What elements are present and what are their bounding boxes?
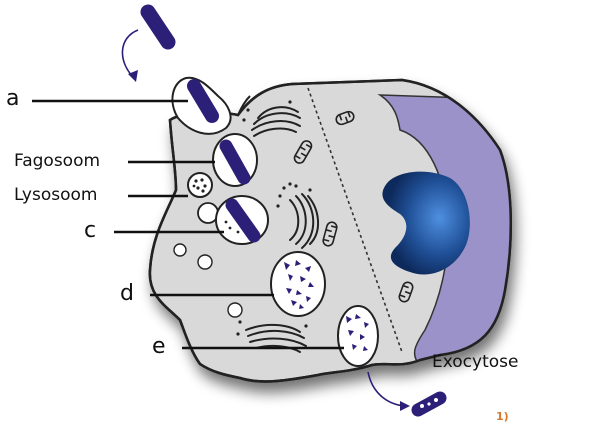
exit-arrowhead bbox=[400, 401, 410, 411]
cell-outline bbox=[148, 78, 512, 383]
label-a: a bbox=[6, 86, 20, 111]
bacterium-phagolysosome bbox=[225, 198, 261, 243]
mitochondrion bbox=[335, 110, 355, 126]
label-leaders bbox=[32, 99, 344, 350]
mitochondrion bbox=[322, 221, 338, 247]
bacterial-fragments-d bbox=[284, 260, 314, 309]
mitochondrion bbox=[398, 281, 414, 303]
label-exocytose: Exocytose bbox=[432, 352, 519, 372]
entry-arrow bbox=[121, 29, 139, 79]
lysosome bbox=[187, 172, 213, 198]
golgi-bottom bbox=[245, 324, 307, 353]
small-vesicles bbox=[173, 243, 243, 318]
bacterium-engulfing bbox=[187, 79, 219, 123]
label-d: d bbox=[120, 281, 134, 306]
bacterium-phagosome bbox=[219, 139, 251, 185]
golgi-vesicles bbox=[236, 100, 312, 336]
label-lysosoom: Lysosoom bbox=[14, 185, 98, 205]
mitochondria bbox=[293, 110, 414, 303]
label-e: e bbox=[152, 334, 166, 359]
golgi-apparatus bbox=[245, 106, 319, 353]
label-c: c bbox=[84, 218, 97, 243]
entry-arrowhead bbox=[128, 70, 138, 82]
bacterium-free bbox=[140, 4, 176, 50]
pseudopod-tip bbox=[237, 95, 251, 116]
digesting-vesicle bbox=[270, 251, 326, 317]
exit-arrow bbox=[367, 371, 405, 407]
mitochondrion bbox=[293, 140, 313, 164]
golgi-top bbox=[251, 106, 301, 137]
label-fagosoom: Fagosoom bbox=[14, 151, 101, 171]
bacterial-fragments-e bbox=[346, 314, 369, 351]
exocytosis-vesicle bbox=[337, 305, 379, 367]
lysosome-granules bbox=[192, 178, 207, 193]
released-debris bbox=[411, 391, 447, 417]
phagolysosome-granules bbox=[224, 220, 240, 234]
footnote-marker: 1) bbox=[496, 410, 509, 423]
golgi-middle bbox=[289, 193, 319, 249]
nucleus bbox=[382, 171, 470, 275]
dashed-divider bbox=[307, 87, 403, 353]
